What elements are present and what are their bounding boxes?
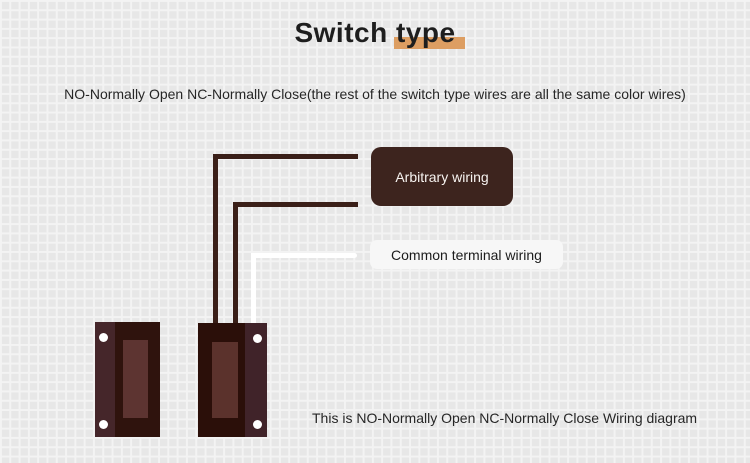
common-terminal-wire-horizontal [251, 253, 357, 258]
page-title-text: Switch [294, 17, 396, 48]
arbitrary-wire-2-horizontal [233, 202, 358, 207]
switch-right-screw-bottom [253, 420, 262, 429]
page-title: Switch type [0, 16, 750, 50]
arbitrary-wiring-label-text: Arbitrary wiring [395, 168, 489, 185]
common-terminal-wire-vertical [251, 253, 256, 323]
arbitrary-wire-2-vertical [233, 202, 238, 323]
switch-left-slot [123, 340, 148, 418]
arbitrary-wiring-label: Arbitrary wiring [371, 147, 513, 206]
common-terminal-label-text: Common terminal wiring [391, 246, 542, 263]
subtitle: NO-Normally Open NC-Normally Close(the r… [64, 86, 686, 102]
switch-left-mounting-plate [95, 322, 115, 437]
title-highlighted-word: type [393, 17, 465, 49]
common-terminal-label: Common terminal wiring [370, 240, 563, 269]
switch-right-slot [212, 342, 238, 418]
switch-right-screw-top [253, 334, 262, 343]
switch-right [198, 323, 267, 437]
switch-left-screw-bottom [99, 420, 108, 429]
switch-left [95, 322, 160, 437]
switch-left-screw-top [99, 333, 108, 342]
arbitrary-wire-1-horizontal [213, 154, 358, 159]
switch-right-mounting-plate [245, 323, 267, 437]
footer-note: This is NO-Normally Open NC-Normally Clo… [312, 410, 698, 426]
arbitrary-wire-1-vertical [213, 154, 218, 323]
